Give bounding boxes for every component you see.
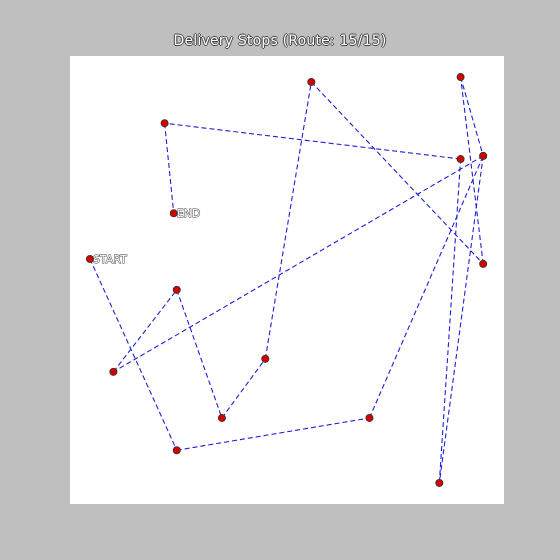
stop-marker [435,478,444,487]
route-lines [89,76,484,484]
route-segment [264,81,312,359]
route-segment [176,417,370,451]
route-segment [176,289,223,419]
stop-markers [85,73,488,487]
stop-marker [85,254,94,263]
stop-marker [365,413,374,422]
stop-marker [172,285,181,294]
stop-marker [479,151,488,160]
stop-marker [456,73,465,82]
stop-marker [261,354,270,363]
stop-label: END [177,207,201,220]
stop-marker [307,77,316,86]
route-segment [460,76,484,157]
plot-area [70,56,504,504]
route-segment [310,81,484,265]
stop-marker [160,119,169,128]
route-segment [221,358,266,419]
stop-marker [456,155,465,164]
stop-marker [169,209,178,218]
route-segment [113,155,484,373]
chart-title: Delivery Stops (Route: 15/15) [173,33,387,49]
stop-labels: START END [93,207,201,267]
stop-marker [172,446,181,455]
route-segment [164,122,461,160]
route-segment [89,258,178,451]
stop-marker [479,259,488,268]
stop-marker [109,367,118,376]
route-segment [460,76,484,264]
route-segment [164,123,175,214]
route-segment [438,155,484,484]
stop-marker [217,413,226,422]
stop-label: START [93,253,127,266]
route-segment [112,289,178,373]
route-segment [438,159,462,483]
